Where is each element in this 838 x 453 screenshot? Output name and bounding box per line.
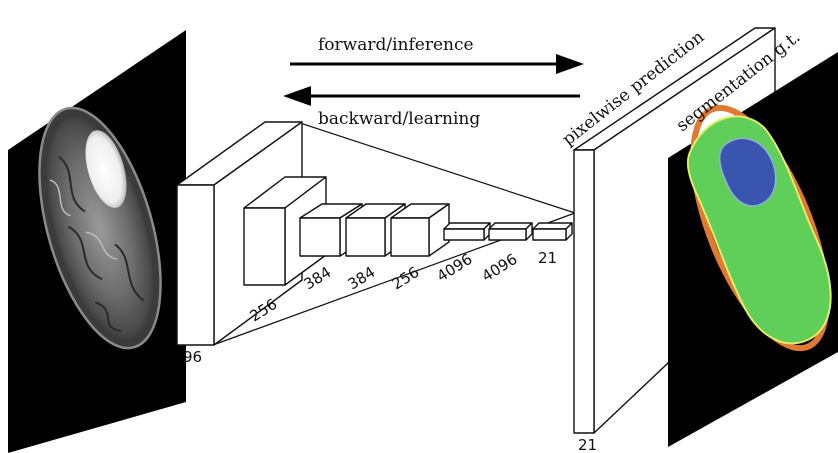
label-fc6: 4096 — [434, 250, 476, 286]
label-fc8: 21 — [538, 249, 557, 267]
forward-label: forward/inference — [318, 35, 474, 55]
input-mri-image — [8, 30, 186, 453]
layer-conv5-block — [390, 203, 450, 257]
layer-fc7-block — [488, 222, 533, 241]
label-conv4: 384 — [345, 263, 379, 293]
layer-fc6-block — [443, 222, 491, 241]
label-conv5: 256 — [389, 263, 423, 293]
backward-label: backward/learning — [318, 109, 480, 129]
mri-tumor-region — [85, 130, 127, 208]
ground-truth-image — [668, 52, 838, 447]
label-output: 21 — [578, 436, 597, 453]
backward-arrow — [283, 86, 580, 106]
forward-arrow — [290, 54, 584, 74]
gt-tumor-region — [718, 137, 777, 207]
layer-fc8-block — [532, 222, 573, 241]
label-fc7: 4096 — [479, 250, 521, 286]
label-conv1: 96 — [183, 348, 202, 366]
mri-brain-tissue — [46, 116, 154, 340]
